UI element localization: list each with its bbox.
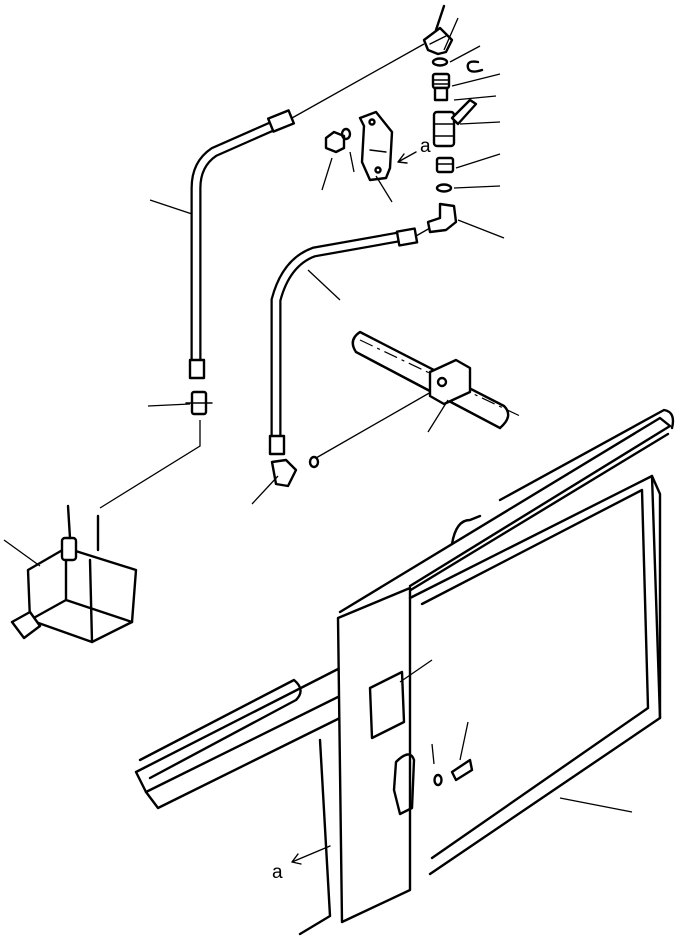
union-to-control-line [99, 420, 201, 509]
bolt-and-washer [433, 758, 474, 787]
hose-right [268, 227, 419, 456]
nut-and-washer [324, 127, 352, 154]
elbow-to-tee-line [315, 387, 439, 459]
o-ring-1 [431, 57, 449, 67]
o-ring-2 [435, 183, 453, 193]
hose-left-to-elbow-line [291, 43, 425, 119]
elbow-fitting-bottom [270, 455, 320, 488]
reference-arrow-a-top [397, 151, 417, 164]
elbow-fitting-top [422, 4, 454, 56]
pipe-tee-block [351, 330, 521, 430]
adapter-fitting [431, 72, 451, 102]
mounting-bracket [358, 110, 394, 182]
hose-right-to-elbow-line [415, 227, 431, 237]
control-valve-box [10, 504, 138, 644]
reference-mark-a-bottom: a [272, 862, 283, 883]
elbow-fitting-lower [426, 202, 458, 234]
hose-left [188, 109, 296, 380]
reference-arrow-a-bottom [291, 845, 331, 865]
nipple-fitting [435, 156, 455, 174]
union-fitting [185, 390, 213, 416]
reference-mark-a-top: a [420, 136, 431, 157]
callout-leaders [3, 17, 633, 813]
u-clip [466, 60, 484, 73]
ball-valve [432, 98, 478, 148]
frame-assembly [134, 408, 675, 936]
